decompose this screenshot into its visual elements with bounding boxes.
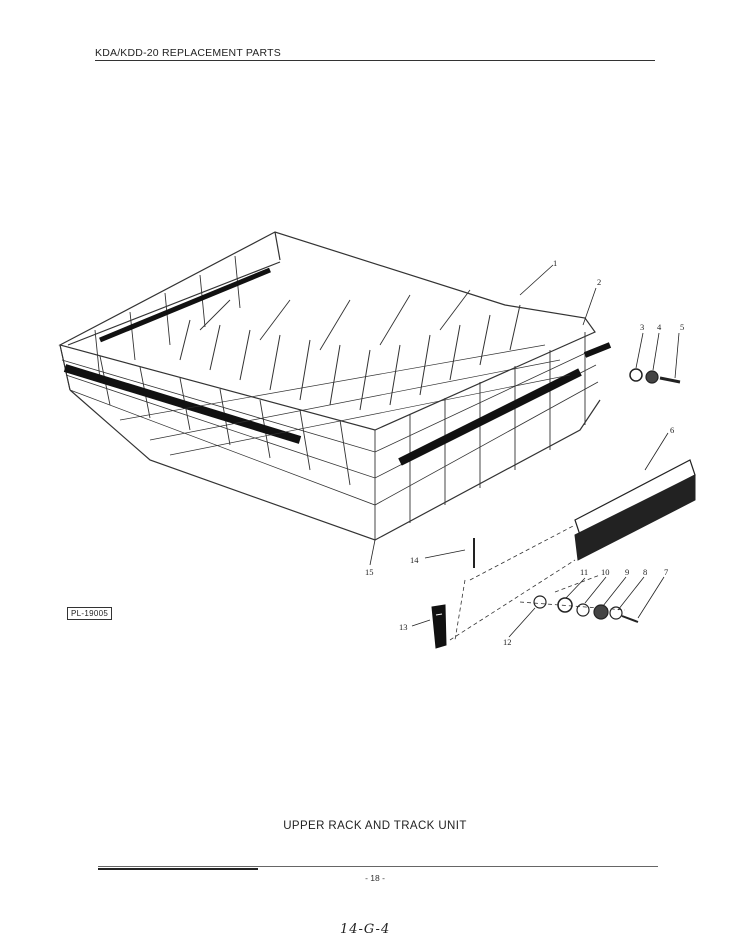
callout-10: 10 [601,567,610,577]
rack-stop-clip [431,604,447,649]
diagram-code-box: PL-19005 [67,607,113,620]
callout-5: 5 [680,322,684,332]
header-rule [95,60,655,61]
track-rail [574,459,696,561]
roller-parts [473,538,639,623]
footer-rule [98,866,658,867]
callout-6: 6 [670,425,674,435]
callout-7: 7 [664,567,668,577]
callout-2: 2 [597,277,601,287]
callout-14: 14 [410,555,419,565]
footer-rule-thick [98,868,258,870]
callout-11: 11 [580,567,588,577]
callout-9: 9 [625,567,629,577]
callout-3: 3 [640,322,644,332]
caption: UPPER RACK AND TRACK UNIT [283,820,467,832]
handwritten-note: 14-G-4 [340,922,391,937]
header-title: KDA/KDD-20 REPLACEMENT PARTS [95,47,281,59]
callout-8: 8 [643,567,647,577]
callout-labels: 1 2 3 4 5 6 7 8 9 10 11 12 13 14 15 [365,258,684,647]
leader-lines [369,264,680,638]
upper-rack-basket [58,231,612,541]
callout-15: 15 [365,567,374,577]
adjuster-parts [629,368,681,384]
callout-1: 1 [553,258,557,268]
page-number: - 18 - [365,873,385,883]
callout-4: 4 [657,322,662,332]
callout-13: 13 [399,622,408,632]
callout-12: 12 [503,637,512,647]
